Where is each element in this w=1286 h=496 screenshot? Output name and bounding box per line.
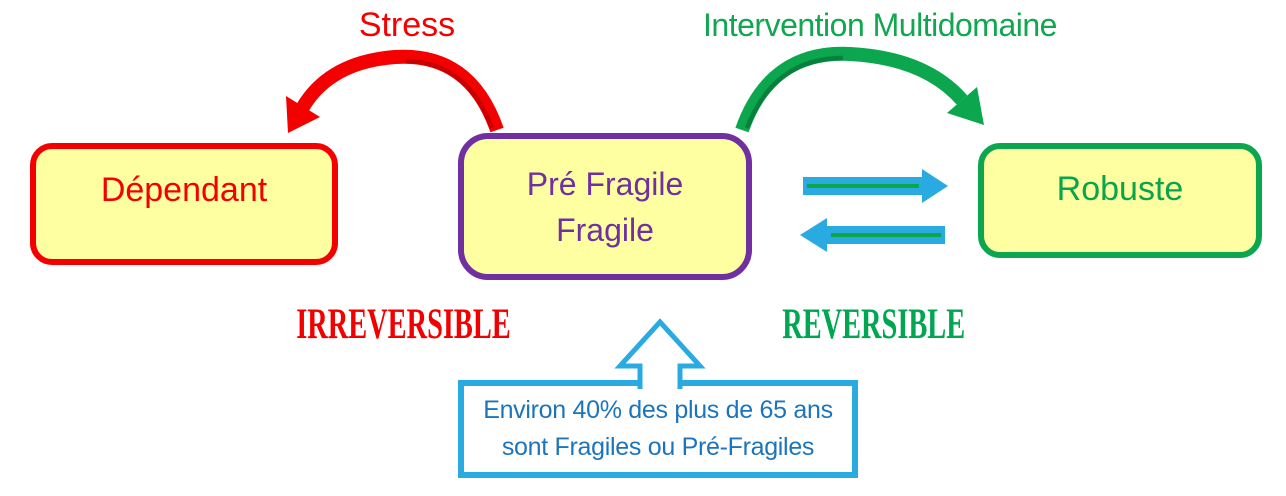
- reversible-label: REVERSIBLE: [782, 301, 966, 348]
- robuste-box-label: Robuste: [1056, 170, 1184, 208]
- dependant-box-label: Dépendant: [100, 170, 268, 209]
- irreversible-label: IRREVERSIBLE: [296, 301, 511, 348]
- callout-box: Environ 40% des plus de 65 ans sont Frag…: [458, 380, 858, 478]
- robuste-box: Robuste: [978, 143, 1262, 258]
- to-fragile-arrow-icon: [800, 218, 945, 252]
- intervention-arrowhead-icon: [947, 87, 984, 125]
- dependant-box: Dépendant: [30, 143, 338, 265]
- pre-fragile-box-line2: Fragile: [556, 211, 654, 248]
- stress-label: Stress: [358, 6, 456, 44]
- pre-fragile-box: Pré Fragile Fragile: [458, 133, 752, 280]
- callout-line1: Environ 40% des plus de 65 ans: [483, 396, 833, 424]
- intervention-curved-arrow-shadow: [744, 55, 844, 129]
- intervention-multidomaine-label: Intervention Multidomaine: [703, 7, 1057, 43]
- callout-up-arrow-icon: [614, 318, 706, 389]
- to-robuste-arrow-icon: [803, 169, 948, 203]
- callout-line2: sont Fragiles ou Pré-Fragiles: [501, 433, 815, 461]
- stress-arrowhead-icon: [286, 96, 320, 133]
- stress-curved-arrow-icon: [296, 49, 504, 133]
- intervention-curved-arrow-icon: [735, 46, 968, 133]
- stress-curved-arrow-shadow: [405, 58, 495, 129]
- pre-fragile-box-line1: Pré Fragile: [526, 165, 684, 202]
